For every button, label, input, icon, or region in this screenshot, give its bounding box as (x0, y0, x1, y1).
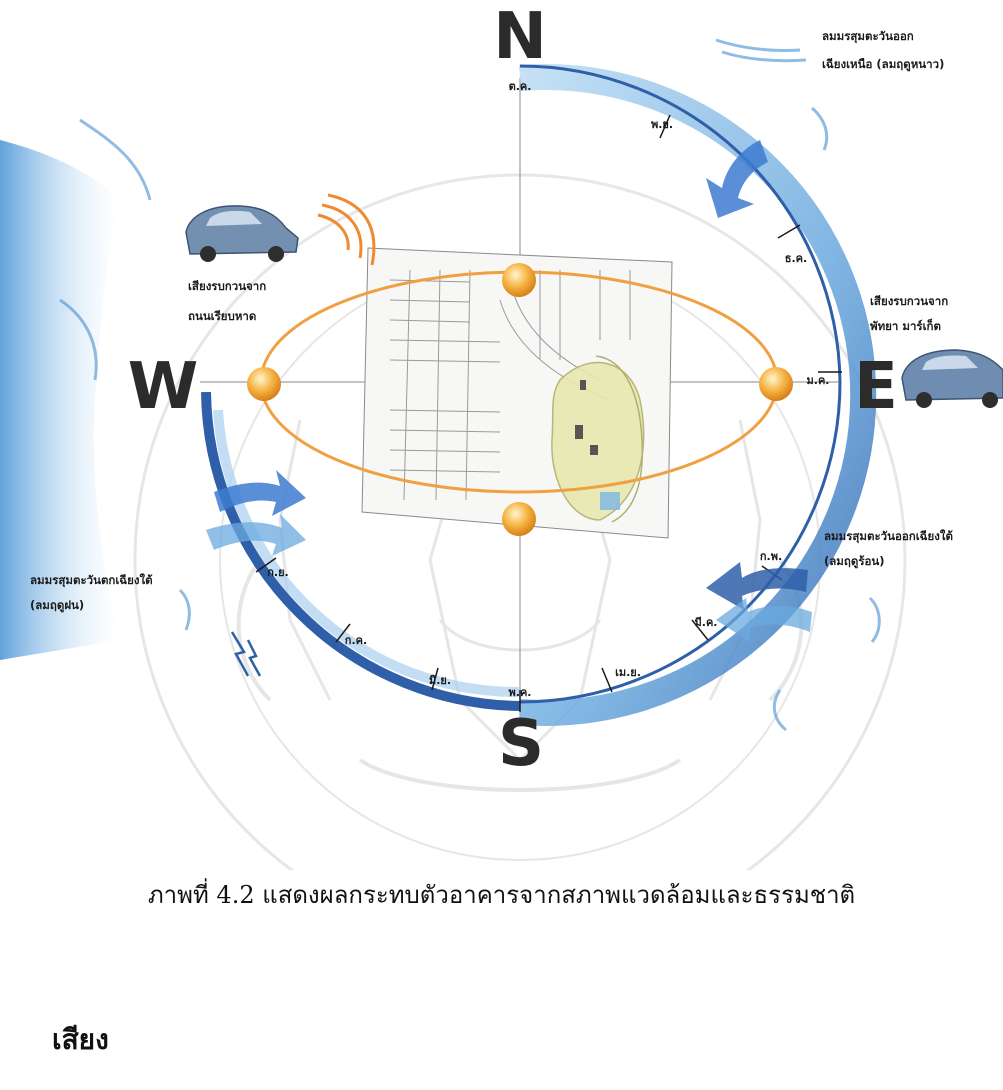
callout-ne-monsoon-line1: ลมมรสุมตะวันออก (822, 29, 914, 44)
month-label-sep: ก.ย. (267, 566, 288, 579)
sun-east (759, 367, 793, 401)
season-ring-light (518, 64, 877, 726)
compass-south: S (498, 707, 544, 781)
callout-noise-market-line1: เสียงรบกวนจาก (870, 294, 948, 308)
noise-waves-icon (317, 193, 376, 266)
section-heading: เสียง (52, 1023, 109, 1056)
callout-noise-market-line2: พัทยา มาร์เก็ต (870, 318, 941, 333)
callout-sw-monsoon-line1: ลมมรสุมตะวันตกเฉียงใต้ (30, 573, 153, 588)
wave-lines (59, 118, 152, 381)
month-label-jan: ม.ค. (807, 374, 830, 387)
compass-north: N (493, 0, 547, 74)
wind-arrow-northeast (706, 140, 768, 218)
month-label-feb: ก.พ. (760, 550, 782, 563)
month-label-jul: ก.ค. (345, 634, 367, 647)
compass-west: W (128, 350, 199, 424)
wind-arrow-southwest (206, 470, 306, 556)
season-ring-dark-west (201, 391, 521, 711)
wind-arrow-southeast (706, 562, 812, 642)
month-label-mar: มี.ค. (695, 616, 718, 629)
sea-area (0, 140, 120, 660)
callout-ne-monsoon-line2: เฉียงเหนือ (ลมฤดูหนาว) (822, 57, 944, 72)
car-icon-market (901, 349, 1003, 408)
compass-east: E (854, 350, 898, 424)
month-label-nov: พ.ย. (651, 118, 673, 131)
wind-lines-icon (178, 38, 881, 732)
lightning-icon (230, 631, 262, 677)
month-label-may: พ.ค. (509, 686, 532, 699)
month-label-jun: มิ.ย. (429, 674, 451, 687)
sun-south (502, 502, 536, 536)
season-ring-west-light (213, 409, 521, 698)
figure-caption: ภาพที่ 4.2 แสดงผลกระทบตัวอาคารจากสภาพแวด… (147, 881, 856, 909)
month-label-oct: ต.ค. (509, 80, 532, 93)
sun-north (502, 263, 536, 297)
month-label-apr: เม.ย. (615, 666, 641, 679)
season-ring-dark-east (519, 64, 842, 704)
callout-sw-monsoon-line2: (ลมฤดูฝน) (30, 598, 84, 613)
month-label-dec: ธ.ค. (785, 252, 807, 265)
site-plan (361, 247, 673, 539)
sun-west (247, 367, 281, 401)
callout-se-monsoon-line1: ลมมรสุมตะวันออกเฉียงใต้ (824, 529, 953, 544)
callout-se-monsoon-line2: (ลมฤดูร้อน) (824, 554, 885, 569)
car-icon-road (185, 205, 299, 262)
environment-diagram: N S W E ต.ค. พ.ย. ธ.ค. ม.ค. ก.พ. มี.ค. เ… (0, 0, 1003, 870)
month-ticks (255, 114, 842, 712)
callout-noise-road-line1: เสียงรบกวนจาก (188, 279, 266, 293)
callout-noise-road-line2: ถนนเรียบหาด (188, 309, 256, 323)
